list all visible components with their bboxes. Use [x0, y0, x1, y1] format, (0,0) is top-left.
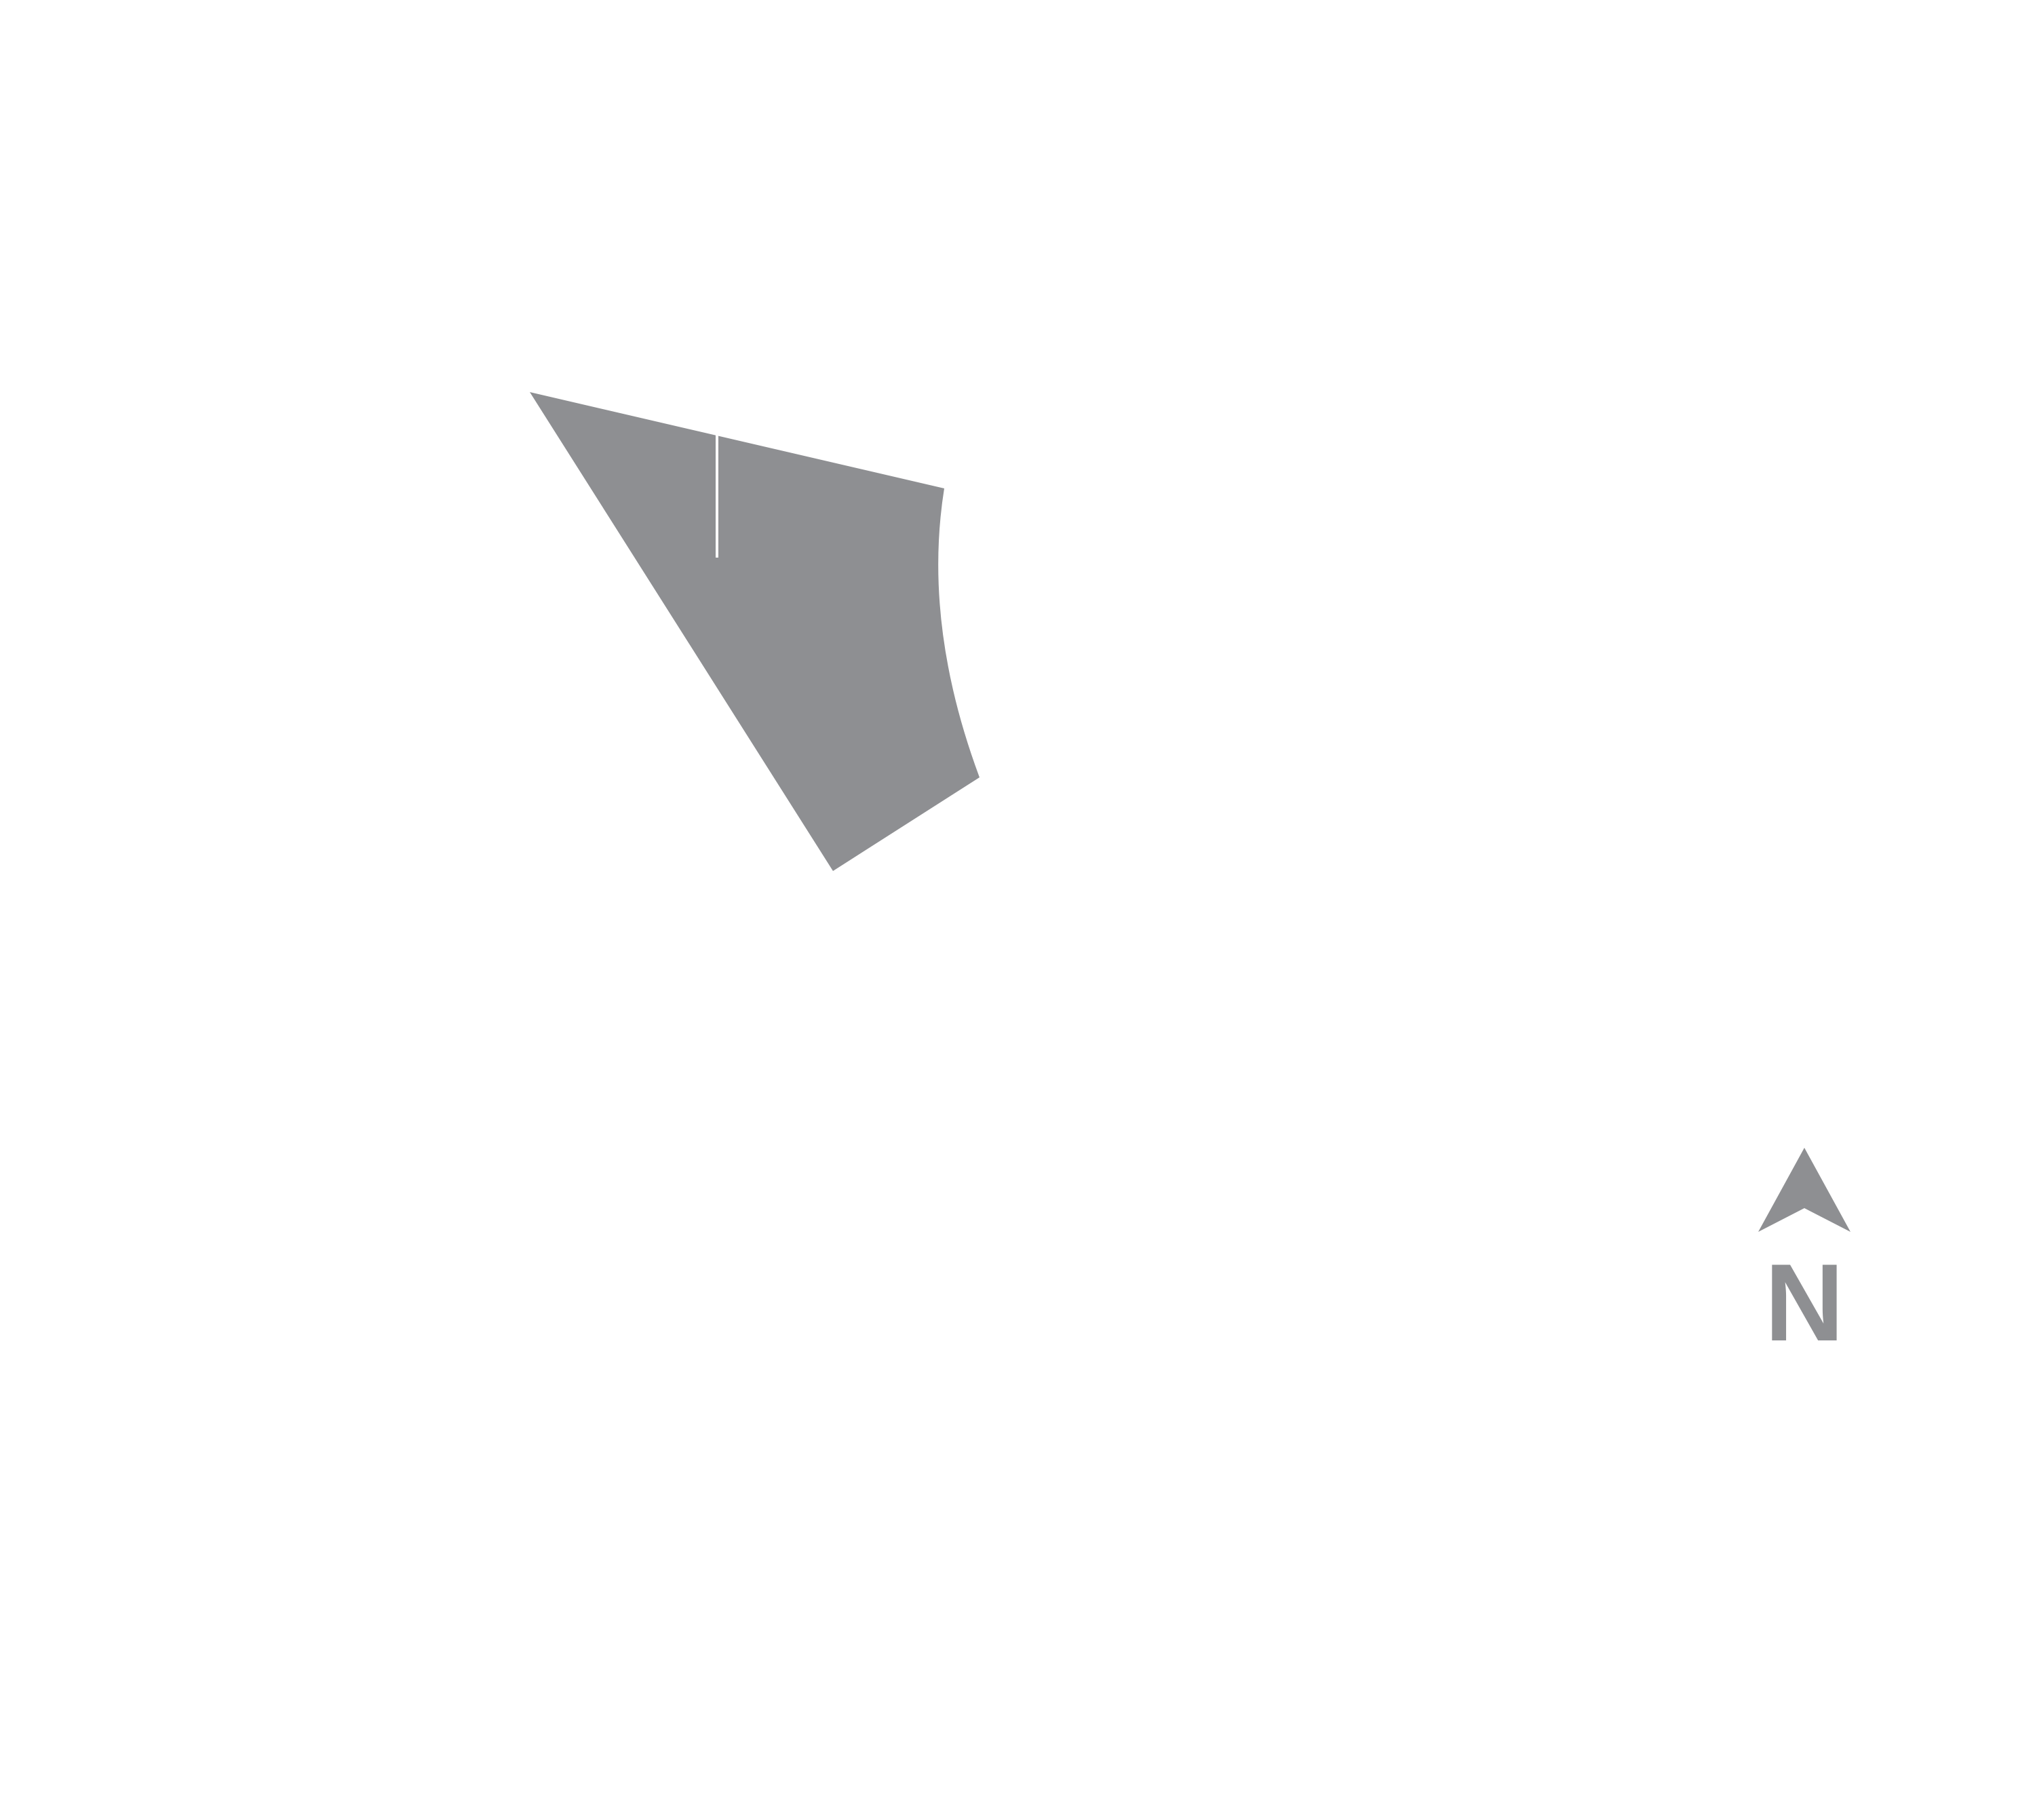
site-parcel-shape: [530, 392, 980, 871]
north-arrow-icon: [1758, 1148, 1850, 1232]
north-label: N: [1764, 1241, 1844, 1364]
